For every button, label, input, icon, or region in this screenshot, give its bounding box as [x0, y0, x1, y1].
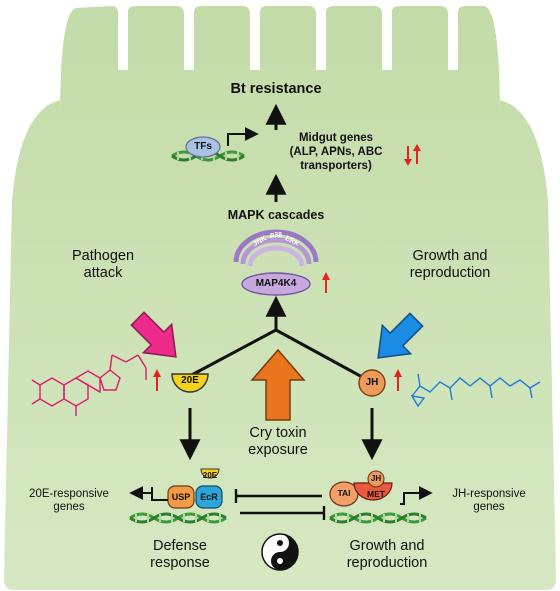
mapk-cascades-label: MAPK cascades — [227, 208, 325, 222]
20e-responsive-bent-line — [151, 487, 168, 501]
met-node — [353, 482, 393, 501]
jh-responsive-bent-line — [400, 492, 405, 505]
map4k4-label: MAP4K4 — [255, 278, 297, 289]
pathogen-attack-label: Pathogen attack — [58, 248, 148, 282]
midgut-genes-label: Midgut genes (ALP, APNs, ABC transporter… — [280, 131, 392, 173]
20e-label: 20E — [181, 375, 199, 386]
growth-bottom-line-1: Growth and — [349, 538, 425, 554]
growth-top-line-2: reproduction — [409, 265, 491, 281]
jh-structure-icon — [410, 373, 541, 408]
cry-line-1: Cry toxin — [249, 425, 307, 441]
midgut-genes-line-3: transporters) — [300, 160, 372, 172]
pathogen-line-1: Pathogen — [71, 248, 135, 264]
growth-reproduction-arrow — [377, 312, 424, 359]
jh-node — [358, 369, 386, 397]
usp-node — [167, 485, 195, 509]
map4k4-node — [241, 272, 311, 296]
tfs-label: TFs — [194, 141, 212, 152]
ecr-node — [195, 485, 223, 509]
cry-toxin-arrow — [250, 348, 306, 421]
growth-reproduction-top-label: Growth and reproduction — [390, 248, 510, 282]
growth-reproduction-bottom-label: Growth and reproduction — [326, 538, 448, 572]
usp-label: USP — [171, 492, 191, 502]
dna-helix-icon — [329, 512, 427, 524]
20e-responsive-line-2: genes — [53, 501, 85, 513]
midgut-genes-line-1: Midgut genes — [298, 132, 374, 144]
branch-line-20e — [185, 328, 277, 380]
up-arrow-icon — [322, 272, 330, 293]
midgut-genes-line-2: (ALP, APNs, ABC — [289, 146, 383, 158]
pathogen-line-2: attack — [83, 265, 123, 281]
bt-resistance-label: Bt resistance — [230, 81, 322, 97]
tai-label: TAI — [337, 488, 351, 498]
tfs-node — [185, 136, 221, 158]
up-down-arrows-icon — [404, 144, 421, 166]
20e-node — [171, 373, 209, 393]
mutual-inhibition-lines — [234, 489, 326, 520]
mapk-arcs-icon — [233, 229, 319, 267]
20e-responsive-genes-label: 20E-responsive genes — [14, 488, 124, 514]
growth-bottom-line-2: reproduction — [346, 555, 428, 571]
defense-line-2: response — [150, 555, 210, 571]
20e-bound-node — [200, 468, 220, 479]
jh-responsive-genes-label: JH-responsive genes — [434, 488, 544, 514]
jh-responsive-line-1: JH-responsive — [452, 488, 526, 500]
cry-line-2: exposure — [248, 442, 308, 458]
defense-response-label: Defense response — [132, 538, 228, 572]
jh-bound-node — [367, 470, 385, 488]
p38-label: p38 — [269, 232, 283, 239]
20e-bound-label: 20E — [202, 471, 218, 480]
jh-bound-label: JH — [370, 474, 382, 483]
20e-responsive-line-1: 20E-responsive — [29, 488, 109, 500]
ecdysone-structure-icon — [31, 354, 147, 416]
jh-label: JH — [365, 377, 379, 388]
cry-toxin-label: Cry toxin exposure — [228, 425, 328, 459]
met-label: MET — [367, 489, 385, 499]
jh-up-arrow-icon — [394, 369, 402, 391]
dna-helix-icon — [129, 512, 227, 524]
pathogen-attack-arrow — [130, 311, 177, 358]
20e-up-arrow-icon — [153, 369, 161, 391]
tfs-activation-arrow — [227, 127, 259, 146]
growth-top-line-1: Growth and — [412, 248, 488, 264]
yin-yang-icon — [261, 533, 299, 571]
ecr-label: EcR — [200, 492, 218, 502]
defense-line-1: Defense — [152, 538, 207, 554]
jh-responsive-line-2: genes — [473, 501, 505, 513]
branch-line-jh — [275, 328, 365, 380]
